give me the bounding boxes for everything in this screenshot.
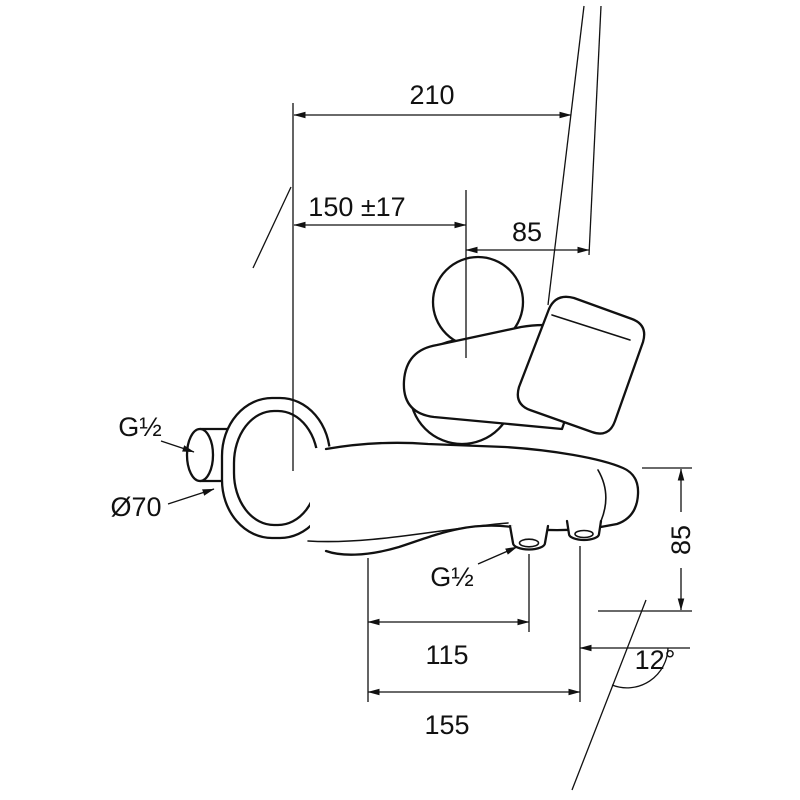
leader-inlet-thread [160,440,195,453]
handshower-outlet [508,524,550,551]
projection-line-left [252,186,292,269]
body-contour-line [307,522,509,543]
spout-end-contour [597,469,607,522]
label-escutcheon-diameter: Ø70 [110,492,161,522]
outlet-thread-rim [518,538,540,548]
handle-paddle [516,295,646,435]
label-outlet-offset: 115 [425,640,468,670]
dimension-graphics [160,5,692,791]
stub-end-cap [185,427,215,483]
leader-outlet-thread [477,546,518,565]
projection-line-top-right-2 [588,5,602,256]
projection-line-angle [571,599,647,791]
label-outlet-thread: G½ [430,562,474,592]
faucet-figure [185,255,646,556]
label-wall-to-center: 150 ±17 [308,192,405,222]
spout-outlet-rim [574,529,594,539]
label-spout-angle: 12° [635,645,676,675]
dimension-labels: 210 150 ±17 85 G½ Ø70 85 G½ 115 155 12° [110,80,696,740]
body-fill [310,442,639,556]
label-outlet-drop: 85 [666,525,696,555]
label-inlet-thread: G½ [118,412,162,442]
label-overall-depth: 210 [409,80,454,110]
paddle-contour-line [551,314,631,341]
leader-escutcheon-diameter [167,488,215,505]
escutcheon-inner [232,409,320,527]
projection-line-top-right-1 [547,5,585,306]
wall-inlet-stub [185,427,242,483]
angle-arc-12deg [611,647,669,689]
spout-outlet [565,519,603,542]
label-spout-reach: 155 [424,710,469,740]
label-handle-length: 85 [512,217,542,247]
body-outline [324,441,640,556]
outlet-cylinder [508,524,550,551]
